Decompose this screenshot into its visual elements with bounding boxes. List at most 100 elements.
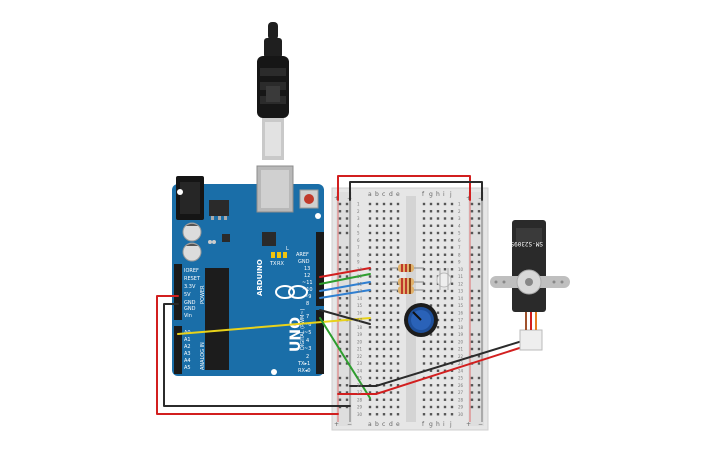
breadboard-hole[interactable]: [429, 391, 433, 394]
breadboard-hole[interactable]: [450, 405, 454, 409]
breadboard-hole[interactable]: [422, 268, 426, 271]
breadboard-hole[interactable]: [477, 231, 481, 235]
breadboard-hole[interactable]: [429, 260, 433, 264]
breadboard-hole[interactable]: [338, 202, 342, 206]
breadboard-hole[interactable]: [338, 311, 342, 314]
breadboard-hole[interactable]: [477, 376, 481, 380]
breadboard-hole[interactable]: [382, 340, 386, 343]
breadboard-hole[interactable]: [345, 340, 349, 343]
breadboard-hole[interactable]: [443, 369, 447, 372]
breadboard-hole[interactable]: [443, 355, 447, 358]
breadboard-hole[interactable]: [389, 369, 393, 372]
breadboard-hole[interactable]: [396, 311, 400, 314]
breadboard-hole[interactable]: [375, 355, 379, 358]
breadboard-hole[interactable]: [338, 398, 342, 401]
breadboard-hole[interactable]: [477, 347, 481, 351]
breadboard-hole[interactable]: [345, 362, 349, 365]
breadboard-hole[interactable]: [368, 362, 372, 365]
breadboard-hole[interactable]: [450, 304, 454, 307]
breadboard-hole[interactable]: [375, 297, 379, 300]
breadboard-hole[interactable]: [396, 239, 400, 242]
breadboard-hole[interactable]: [345, 311, 349, 314]
breadboard-hole[interactable]: [338, 253, 342, 256]
breadboard-hole[interactable]: [429, 239, 433, 242]
breadboard-hole[interactable]: [375, 376, 379, 380]
breadboard-hole[interactable]: [382, 275, 386, 278]
breadboard-hole[interactable]: [477, 304, 481, 307]
breadboard-hole[interactable]: [375, 239, 379, 242]
breadboard-hole[interactable]: [389, 210, 393, 213]
breadboard-hole[interactable]: [368, 253, 372, 256]
resistor[interactable]: [390, 264, 424, 272]
breadboard-hole[interactable]: [389, 413, 393, 416]
breadboard-hole[interactable]: [345, 275, 349, 278]
breadboard-hole[interactable]: [436, 413, 440, 416]
breadboard-hole[interactable]: [368, 311, 372, 314]
breadboard-hole[interactable]: [477, 405, 481, 409]
breadboard-hole[interactable]: [368, 224, 372, 227]
breadboard-hole[interactable]: [436, 398, 440, 401]
breadboard-hole[interactable]: [382, 362, 386, 365]
breadboard-hole[interactable]: [396, 224, 400, 227]
usb-cable[interactable]: [257, 22, 289, 160]
breadboard-hole[interactable]: [389, 311, 393, 314]
breadboard-hole[interactable]: [375, 333, 379, 336]
breadboard-hole[interactable]: [422, 405, 426, 409]
breadboard-hole[interactable]: [396, 210, 400, 213]
breadboard-hole[interactable]: [450, 297, 454, 300]
breadboard-hole[interactable]: [443, 376, 447, 380]
breadboard-hole[interactable]: [470, 202, 474, 206]
breadboard-hole[interactable]: [389, 347, 393, 351]
breadboard-hole[interactable]: [422, 297, 426, 300]
breadboard-hole[interactable]: [429, 362, 433, 365]
breadboard-hole[interactable]: [470, 391, 474, 394]
breadboard-hole[interactable]: [450, 224, 454, 227]
breadboard-hole[interactable]: [443, 340, 447, 343]
breadboard-hole[interactable]: [375, 268, 379, 271]
breadboard-hole[interactable]: [422, 224, 426, 227]
breadboard-hole[interactable]: [443, 413, 447, 416]
breadboard-hole[interactable]: [345, 347, 349, 351]
breadboard-hole[interactable]: [422, 231, 426, 235]
breadboard-hole[interactable]: [389, 246, 393, 249]
breadboard-hole[interactable]: [470, 268, 474, 271]
breadboard-hole[interactable]: [436, 384, 440, 387]
breadboard-hole[interactable]: [422, 260, 426, 264]
breadboard-hole[interactable]: [443, 297, 447, 300]
breadboard-hole[interactable]: [436, 239, 440, 242]
breadboard-hole[interactable]: [450, 355, 454, 358]
breadboard-hole[interactable]: [382, 304, 386, 307]
breadboard-hole[interactable]: [368, 210, 372, 213]
breadboard-hole[interactable]: [422, 210, 426, 213]
breadboard-hole[interactable]: [422, 275, 426, 278]
breadboard-hole[interactable]: [477, 355, 481, 358]
breadboard-hole[interactable]: [443, 326, 447, 329]
breadboard-hole[interactable]: [345, 384, 349, 387]
servo-connector[interactable]: [519, 329, 543, 351]
breadboard-hole[interactable]: [345, 333, 349, 336]
breadboard-hole[interactable]: [429, 369, 433, 372]
breadboard-hole[interactable]: [436, 355, 440, 358]
breadboard-hole[interactable]: [389, 398, 393, 401]
wire-red-5v[interactable]: [156, 295, 339, 415]
breadboard-hole[interactable]: [429, 333, 433, 336]
breadboard-hole[interactable]: [396, 376, 400, 380]
breadboard-hole[interactable]: [470, 253, 474, 256]
breadboard-hole[interactable]: [429, 384, 433, 387]
breadboard-hole[interactable]: [382, 384, 386, 387]
breadboard-hole[interactable]: [375, 413, 379, 416]
breadboard-hole[interactable]: [477, 210, 481, 213]
breadboard-hole[interactable]: [436, 210, 440, 213]
breadboard-hole[interactable]: [382, 297, 386, 300]
breadboard-hole[interactable]: [429, 224, 433, 227]
breadboard-hole[interactable]: [368, 413, 372, 416]
breadboard-hole[interactable]: [389, 376, 393, 380]
breadboard-hole[interactable]: [436, 260, 440, 264]
breadboard-hole[interactable]: [477, 275, 481, 278]
breadboard-hole[interactable]: [443, 239, 447, 242]
breadboard-hole[interactable]: [368, 297, 372, 300]
breadboard-hole[interactable]: [450, 231, 454, 235]
breadboard-hole[interactable]: [422, 398, 426, 401]
breadboard-hole[interactable]: [375, 391, 379, 394]
breadboard-hole[interactable]: [345, 398, 349, 401]
